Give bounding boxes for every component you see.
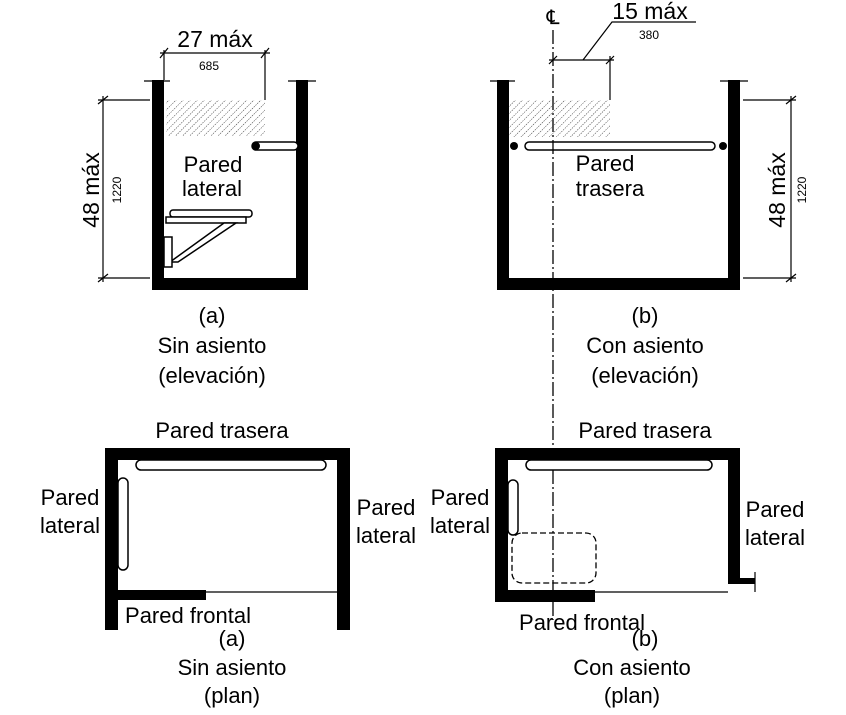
left-wall (105, 448, 118, 630)
caption: (plan) (604, 683, 660, 708)
back-wall-label: Pared trasera (578, 418, 712, 443)
caption-letter: (b) (632, 303, 659, 328)
elevation-b: ℄ 15 máx 380 48 máx 1220 Pared trasera (… (490, 0, 809, 620)
height-dim-main: 48 máx (78, 152, 104, 228)
side-wall-right (296, 80, 308, 290)
right-wall-label: lateral (745, 525, 805, 550)
side-wall-left (497, 80, 509, 290)
wall-label: trasera (576, 176, 645, 201)
width-dim-main: 27 máx (177, 26, 253, 52)
wall-label: Pared (576, 151, 635, 176)
right-wall-end (728, 578, 755, 584)
folding-seat (163, 209, 253, 268)
front-wall-label: Pared frontal (519, 610, 645, 635)
front-wall-stub (508, 590, 595, 602)
side-grab-bar (507, 479, 519, 536)
seat-outline (511, 532, 597, 584)
caption: Sin asiento (178, 655, 287, 680)
side-wall-left (152, 80, 164, 290)
back-grab-bar (135, 459, 327, 471)
caption: Con asiento (586, 333, 703, 358)
height-dim-main: 48 máx (764, 152, 790, 228)
left-wall-label: lateral (430, 513, 490, 538)
caption: Sin asiento (158, 333, 267, 358)
right-wall-label: Pared (746, 497, 805, 522)
side-grab-bar (117, 477, 129, 571)
centerline-symbol: ℄ (546, 7, 560, 29)
side-wall-right (728, 80, 740, 290)
height-dim-metric: 1220 (110, 176, 124, 203)
grab-bar (510, 141, 727, 151)
back-wall-label: Pared trasera (155, 418, 289, 443)
height-dimension: 48 máx 1220 (743, 95, 809, 283)
height-dimension: 48 máx 1220 (78, 95, 150, 283)
front-wall-stub (118, 590, 206, 600)
caption-letter: (a) (219, 626, 246, 651)
caption-letter: (a) (199, 303, 226, 328)
wall-label: lateral (182, 176, 242, 201)
right-wall-label: Pared (357, 495, 416, 520)
width-dimension: 27 máx 685 (159, 26, 270, 100)
controls-zone-hatch (166, 100, 265, 136)
caption-letter: (b) (632, 626, 659, 651)
right-wall-label: lateral (356, 523, 416, 548)
offset-dim-metric: 380 (639, 28, 659, 42)
width-dim-metric: 685 (199, 59, 219, 73)
left-wall-label: lateral (40, 513, 100, 538)
back-wall (105, 448, 350, 460)
floor (497, 278, 740, 290)
caption: (plan) (204, 683, 260, 708)
floor (152, 278, 308, 290)
front-wall-label: Pared frontal (125, 603, 251, 628)
elevation-a: 27 máx 685 48 máx 1220 Pared lateral (a)… (78, 26, 316, 388)
offset-dimension: 15 máx 380 (548, 0, 696, 100)
left-wall-label: Pared (41, 485, 100, 510)
caption: (elevación) (158, 363, 266, 388)
right-wall (728, 448, 740, 582)
plan-b: Pared trasera Pared lateral Pared latera… (430, 418, 805, 708)
caption: (elevación) (591, 363, 699, 388)
grab-bar (251, 141, 299, 151)
back-grab-bar (525, 459, 713, 471)
left-wall (495, 448, 508, 602)
plan-a: Pared trasera Pared lateral Pared latera… (40, 418, 416, 708)
height-dim-metric: 1220 (795, 176, 809, 203)
controls-zone-hatch (509, 100, 610, 137)
offset-dim-main: 15 máx (612, 0, 688, 24)
back-wall (495, 448, 740, 460)
right-wall (337, 448, 350, 630)
left-wall-label: Pared (431, 485, 490, 510)
wall-label: Pared (184, 152, 243, 177)
caption: Con asiento (573, 655, 690, 680)
